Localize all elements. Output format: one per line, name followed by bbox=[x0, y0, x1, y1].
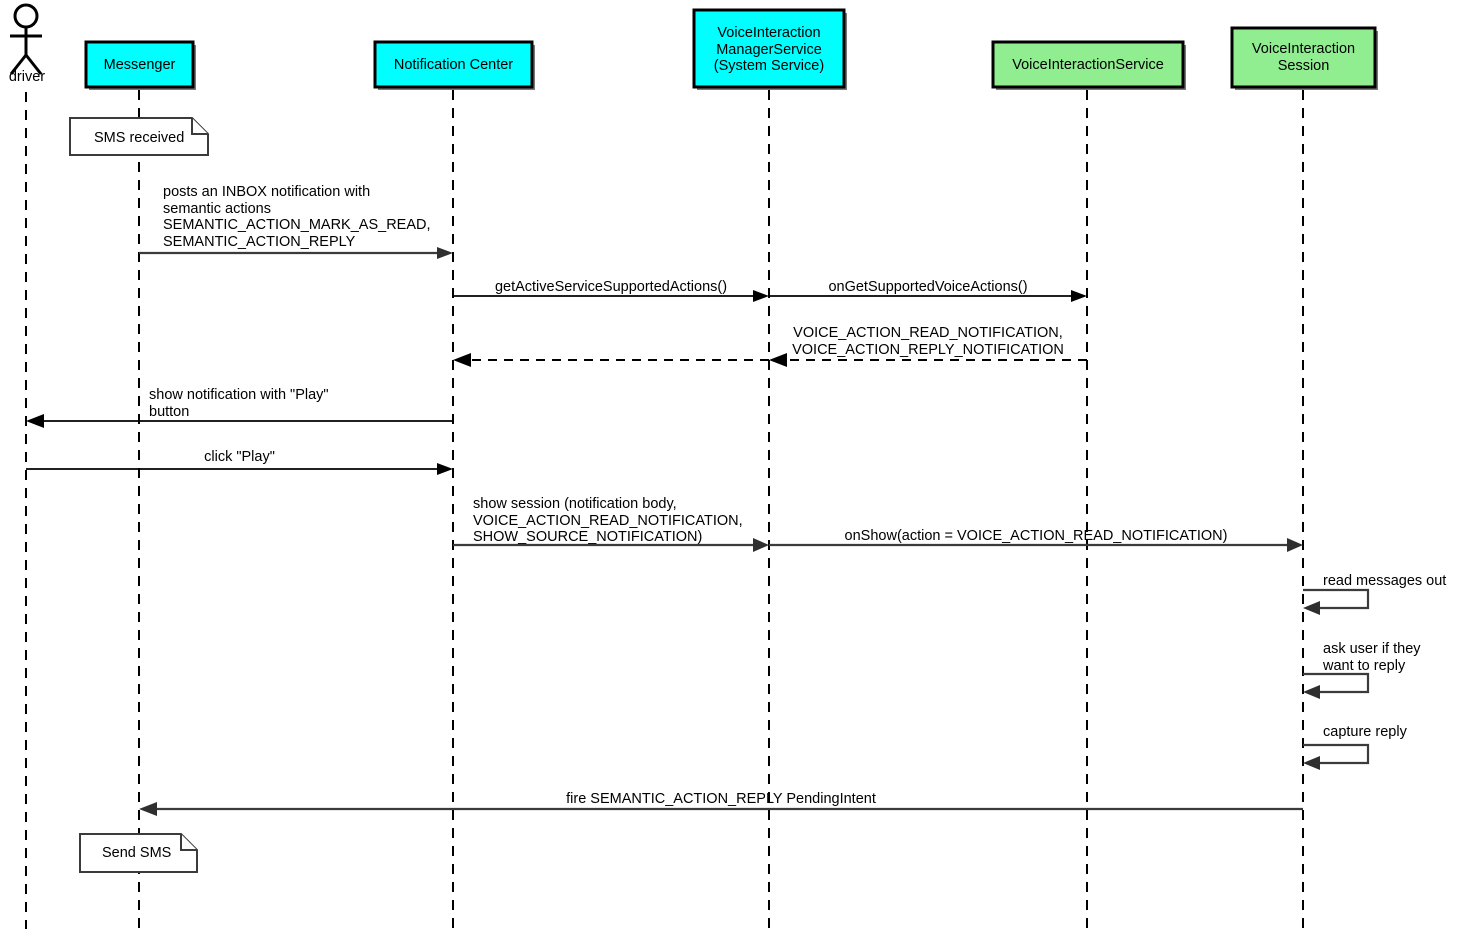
participant-label-voice-interaction-service: VoiceInteractionService bbox=[1012, 57, 1164, 73]
arrow-return-voice-actions-to-vims bbox=[769, 353, 1087, 367]
msg-label-get-active-service-supported-actions: getActiveServiceSupportedActions() bbox=[494, 279, 728, 295]
msg-label-show-session-l3: SHOW_SOURCE_NOTIFICATION) bbox=[473, 529, 703, 545]
msg-label-post-notification-l4: SEMANTIC_ACTION_REPLY bbox=[163, 233, 356, 250]
participant-box-voice-interaction-service[interactable] bbox=[991, 40, 1186, 90]
msg-label-show-session-l2: VOICE_ACTION_READ_NOTIFICATION, bbox=[473, 512, 743, 529]
actor-driver bbox=[9, 3, 43, 75]
msg-label-post-notification-l2: semantic actions bbox=[163, 200, 271, 217]
participant-box-notification-center[interactable] bbox=[373, 40, 535, 90]
participant-box-voice-interaction-session[interactable] bbox=[1230, 26, 1378, 90]
msg-label-on-get-supported-voice-actions: onGetSupportedVoiceActions() bbox=[828, 279, 1028, 295]
arrow-show-session bbox=[453, 538, 769, 552]
msg-label-post-notification-l1: posts an INBOX notification with bbox=[163, 184, 371, 200]
msg-label-show-session-l1: show session (notification body, bbox=[473, 496, 677, 512]
msg-label-click-play: click "Play" bbox=[204, 449, 275, 465]
msg-label-self-read-messages-out: read messages out bbox=[1323, 573, 1447, 589]
arrow-show-notification bbox=[26, 414, 453, 428]
participant-box-vims[interactable] bbox=[692, 8, 847, 90]
msg-label-return-voice-actions-l1: VOICE_ACTION_READ_NOTIFICATION, bbox=[793, 325, 1063, 341]
note-sms-received-shape bbox=[69, 117, 209, 156]
note-label-send-sms: Send SMS bbox=[102, 845, 172, 861]
arrow-get-active-service-supported-actions bbox=[453, 290, 769, 302]
actor-label-driver: driver bbox=[8, 69, 46, 85]
msg-label-fire-pending-intent: fire SEMANTIC_ACTION_REPLY PendingIntent bbox=[566, 791, 876, 807]
participant-label-session-line1: VoiceInteraction bbox=[1251, 41, 1356, 57]
msg-label-self-ask-user-reply-l1: ask user if they bbox=[1323, 641, 1421, 657]
msg-label-self-ask-user-reply-l2: want to reply bbox=[1323, 657, 1406, 674]
arrow-self-ask-user-reply bbox=[1303, 672, 1370, 699]
participant-label-notification-center: Notification Center bbox=[393, 57, 514, 73]
msg-label-post-notification-l3: SEMANTIC_ACTION_MARK_AS_READ, bbox=[163, 217, 431, 233]
msg-label-show-notification: show notification with "Play"button bbox=[149, 387, 329, 420]
arrow-return-voice-actions-to-notification-center bbox=[453, 353, 769, 367]
arrow-on-show bbox=[769, 538, 1303, 552]
participant-label-vims-line2: ManagerService bbox=[716, 41, 822, 58]
participant-label-session-line2: Session bbox=[1277, 57, 1330, 74]
msg-label-show-session: show session (notification body,VOICE_AC… bbox=[473, 496, 743, 546]
msg-label-on-show: onShow(action = VOICE_ACTION_READ_NOTIFI… bbox=[844, 528, 1228, 544]
arrow-post-notification bbox=[139, 247, 453, 259]
arrow-fire-pending-intent bbox=[139, 802, 1303, 816]
participant-label-messenger: Messenger bbox=[103, 57, 176, 73]
arrow-self-capture-reply bbox=[1303, 743, 1370, 770]
note-label-sms-received: SMS received bbox=[94, 130, 185, 146]
participant-box-messenger[interactable] bbox=[84, 40, 196, 90]
arrow-click-play bbox=[26, 463, 453, 475]
participant-label-vims-line3: (System Service) bbox=[713, 58, 825, 74]
note-send-sms-shape bbox=[79, 833, 198, 873]
msg-label-show-notification-l1: show notification with "Play" bbox=[149, 387, 329, 403]
participant-label-vims-line1: VoiceInteraction bbox=[717, 25, 821, 41]
msg-label-return-voice-actions: VOICE_ACTION_READ_NOTIFICATION,VOICE_ACT… bbox=[769, 325, 1087, 358]
arrow-self-read-messages-out bbox=[1303, 588, 1370, 615]
arrow-on-get-supported-voice-actions bbox=[769, 290, 1087, 302]
msg-label-show-notification-l2: button bbox=[149, 403, 190, 420]
msg-label-self-capture-reply: capture reply bbox=[1323, 724, 1407, 740]
msg-label-return-voice-actions-l2: VOICE_ACTION_REPLY_NOTIFICATION bbox=[792, 341, 1064, 358]
